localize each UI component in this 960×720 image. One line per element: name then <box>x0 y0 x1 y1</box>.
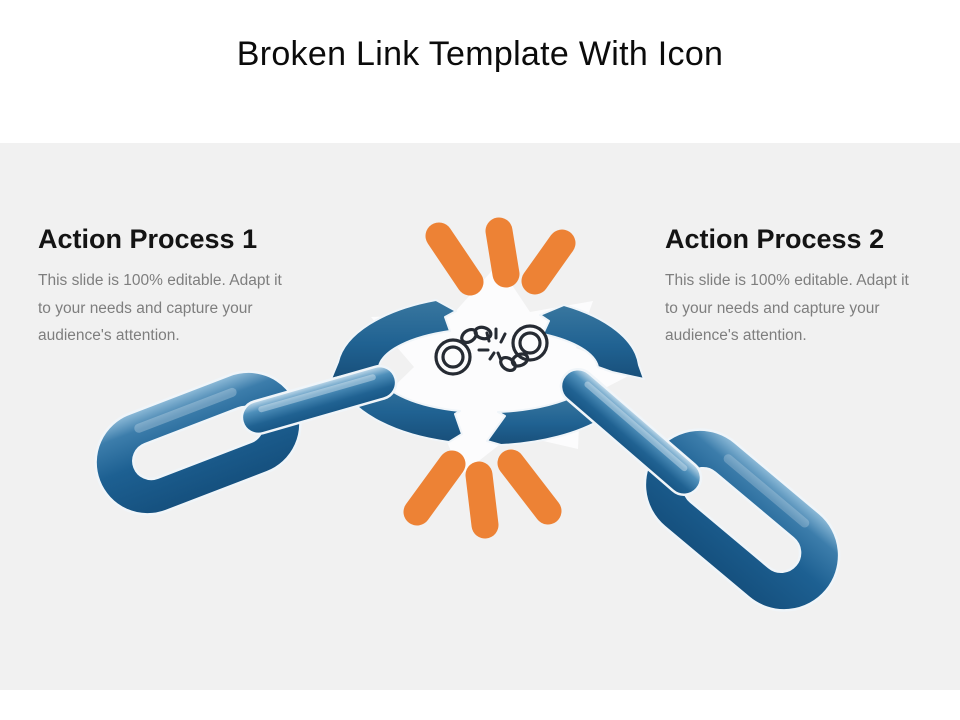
impact-ray <box>521 229 576 295</box>
broken-chain-graphic <box>94 217 841 612</box>
right-chain-bar-link <box>559 368 703 496</box>
shackle-ring-right <box>511 324 549 362</box>
action-process-1-heading: Action Process 1 <box>38 224 258 254</box>
panel-body-line: audience's attention. <box>38 327 180 344</box>
left-chain-bar-link <box>240 364 398 436</box>
panel-body-line: This slide is 100% editable. Adapt it <box>665 272 909 289</box>
small-chain-link <box>473 325 493 341</box>
page-title: Broken Link Template With Icon <box>236 34 724 73</box>
break-spark <box>477 327 507 362</box>
panel-body-line: This slide is 100% editable. Adapt it <box>38 272 282 289</box>
panel-body-line: to your needs and capture your <box>665 299 880 317</box>
impact-ray <box>403 450 466 526</box>
impact-ray <box>425 222 484 296</box>
impact-ray <box>497 449 562 525</box>
broken-chain-icon <box>434 324 549 376</box>
ring-fragment-upper-right <box>539 304 645 380</box>
impact-ray <box>485 217 520 288</box>
left-chain-link <box>94 370 302 516</box>
action-process-1-block: Action Process 1 This slide is 100% edit… <box>38 224 298 350</box>
shackle-ring-left <box>434 338 472 376</box>
ring-fragment-lower-right <box>486 396 605 446</box>
small-chain-link <box>510 352 530 368</box>
action-process-2-block: Action Process 2 This slide is 100% edit… <box>665 224 925 350</box>
action-process-2-heading: Action Process 2 <box>665 224 885 254</box>
panel-body-line: to your needs and capture your <box>38 299 253 317</box>
impact-ray <box>465 461 499 539</box>
impact-rays <box>403 217 576 539</box>
panel-body-line: audience's attention. <box>665 327 807 344</box>
